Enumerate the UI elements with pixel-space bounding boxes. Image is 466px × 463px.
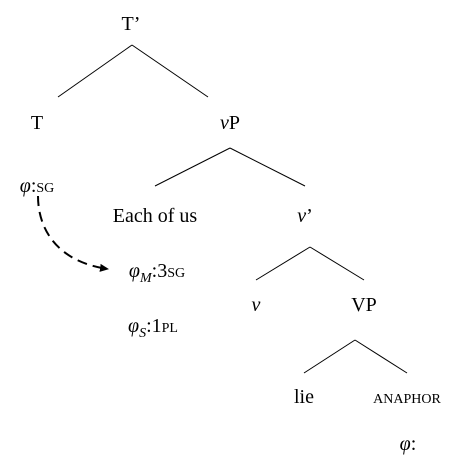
t-phi-feature: φ:sg — [20, 175, 55, 197]
node-v-bar: v’ — [297, 205, 313, 227]
node-VP: VP — [351, 294, 377, 316]
edge-VP-verb — [303, 339, 356, 374]
node-t-bar: T’ — [122, 13, 141, 35]
edge-vp-vbar — [229, 147, 306, 187]
phi-m-feature: φM:3sg — [129, 260, 185, 286]
edge-tbar-vp — [131, 44, 209, 98]
edge-vp-spec — [154, 147, 231, 187]
node-anaphor: anaphor — [373, 386, 441, 408]
node-vp-little: vP — [220, 112, 240, 134]
agreement-arrow — [37, 195, 109, 272]
phi-s-feature: φS:1pl — [128, 315, 178, 341]
edge-tbar-t — [57, 44, 133, 98]
edge-VP-anaphor — [354, 339, 408, 374]
node-t: T — [31, 112, 43, 134]
edge-vbar-VP — [309, 246, 365, 281]
node-v-head: v — [252, 294, 261, 316]
anaphor-phi-feature: φ: — [400, 433, 417, 455]
edge-vbar-v — [255, 246, 311, 281]
node-spec-each-of-us: Each of us — [113, 205, 198, 227]
node-verb-lie: lie — [294, 386, 314, 408]
